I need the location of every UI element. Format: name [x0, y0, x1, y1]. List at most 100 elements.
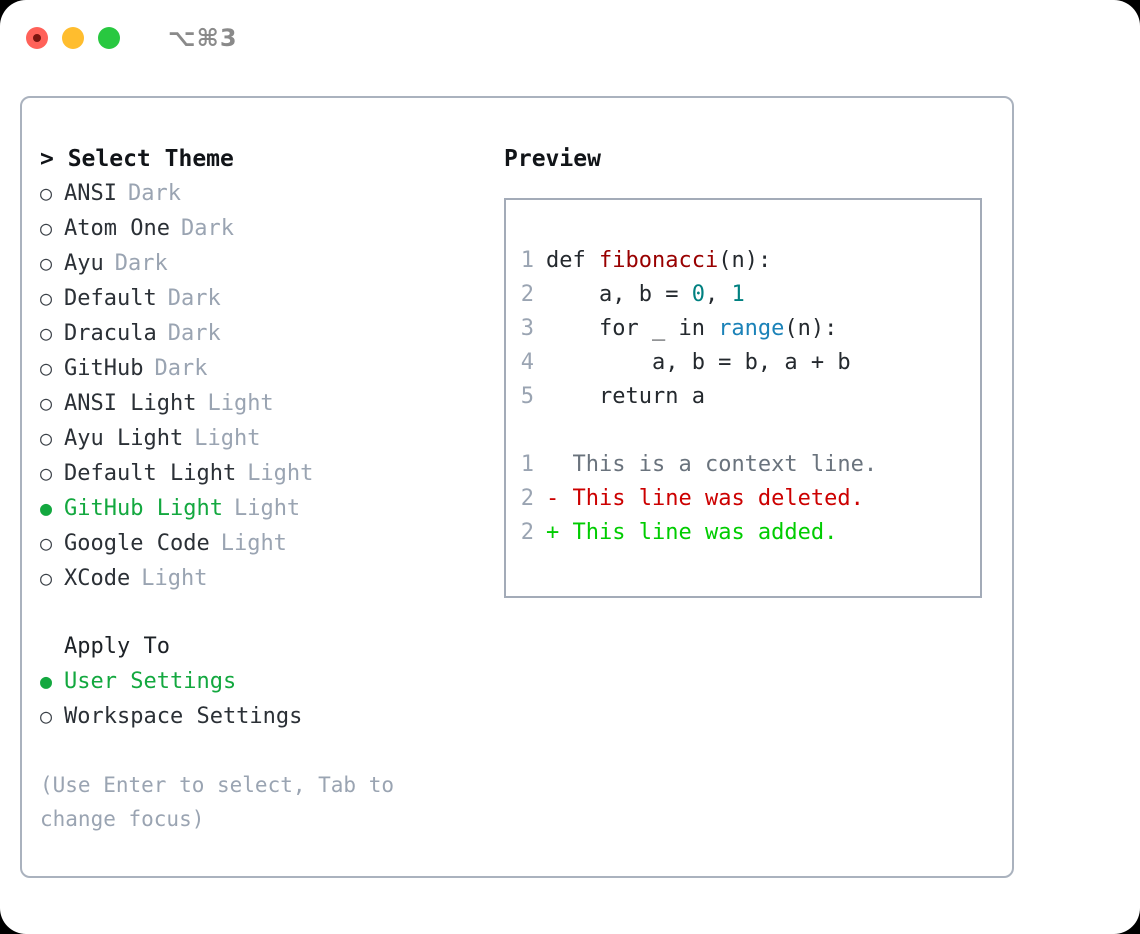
radio-unselected-icon: ○ [40, 531, 53, 555]
diff-line: 2- This line was deleted. [506, 482, 980, 516]
theme-list-item[interactable]: ○ Ayu Light Light [40, 421, 484, 456]
theme-list-item[interactable]: ○ Default Dark [40, 281, 484, 316]
theme-name-label: Default Light [64, 461, 237, 486]
code-token-plain: return a [546, 384, 705, 409]
code-token-plain: def [546, 248, 599, 273]
diff-line-number: 2 [520, 520, 534, 545]
radio-unselected-icon: ○ [40, 356, 53, 380]
code-line-text: def fibonacci(n): [546, 244, 771, 278]
close-button-icon[interactable] [26, 27, 48, 49]
diff-line-number: 2 [520, 486, 534, 511]
theme-variant-tag: Dark [180, 216, 234, 241]
theme-list-item[interactable]: ○ Dracula Dark [40, 316, 484, 351]
theme-variant-tag: Light [194, 426, 261, 451]
radio-selected-icon: ● [40, 496, 53, 520]
code-line-number: 4 [520, 350, 534, 375]
code-token-num: 1 [731, 282, 745, 307]
theme-list-item[interactable]: ○ XCode Light [40, 561, 484, 596]
theme-list-item[interactable]: ○ Default Light Light [40, 456, 484, 491]
code-token-call: range [718, 316, 785, 341]
code-token-plain: (n): [784, 316, 838, 341]
apply-to-option[interactable]: ○Workspace Settings [40, 699, 484, 734]
radio-unselected-icon: ○ [40, 461, 53, 485]
theme-name-label: Google Code [64, 531, 210, 556]
code-line-number: 5 [520, 384, 534, 409]
code-line-text: return a [546, 380, 705, 414]
theme-variant-tag: Light [247, 461, 314, 486]
theme-name-label: GitHub [64, 356, 144, 381]
maximize-button-icon[interactable] [98, 27, 120, 49]
diff-line-text: This line was deleted. [572, 486, 864, 511]
theme-name-label: Ayu [64, 251, 104, 276]
keyboard-hint-text: (Use Enter to select, Tab to change focu… [40, 773, 395, 831]
apply-to-label: Workspace Settings [64, 704, 303, 729]
minimize-button-icon[interactable] [62, 27, 84, 49]
theme-name-label: Ayu Light [64, 426, 184, 451]
keyboard-shortcut-label: ⌥⌘3 [168, 24, 238, 52]
diff-marker: + [546, 520, 573, 545]
diff-line-text: This line was added. [572, 520, 838, 545]
select-theme-heading: > Select Theme [40, 146, 234, 172]
theme-list-item[interactable]: ● GitHub Light Light [40, 491, 484, 526]
apply-to-heading: Apply To [64, 634, 170, 659]
theme-variant-tag: Dark [167, 321, 221, 346]
radio-selected-icon: ● [40, 669, 53, 693]
code-line-text: a, b = 0, 1 [546, 278, 745, 312]
theme-name-label: Dracula [64, 321, 157, 346]
code-line: 3 for _ in range(n): [506, 312, 980, 346]
diff-line: 2 + This line was added. [506, 516, 980, 550]
theme-list-item[interactable]: ○ Google Code Light [40, 526, 484, 561]
theme-name-label: GitHub Light [64, 496, 223, 521]
diff-marker: - [546, 486, 573, 511]
radio-unselected-icon: ○ [40, 286, 53, 310]
code-line: 4 a, b = b, a + b [506, 346, 980, 380]
preview-heading: Preview [504, 146, 601, 172]
theme-list-item[interactable]: ○ Ayu Dark [40, 246, 484, 281]
theme-variant-tag: Dark [127, 181, 181, 206]
radio-unselected-icon: ○ [40, 216, 53, 240]
code-line-text: for _ in range(n): [546, 312, 837, 346]
diff-preview: 1 This is a context line.2- This line wa… [506, 448, 980, 550]
code-token-plain: a, b = b, a + b [546, 350, 851, 375]
theme-list-item[interactable]: ○ ANSI Light Light [40, 386, 484, 421]
theme-variant-tag: Light [207, 391, 274, 416]
apply-to-options[interactable]: ● User Settings ○Workspace Settings [40, 664, 484, 734]
radio-unselected-icon: ○ [40, 251, 53, 275]
theme-name-label: XCode [64, 566, 131, 591]
theme-variant-tag: Light [220, 531, 287, 556]
apply-to-option[interactable]: ● User Settings [40, 664, 484, 699]
theme-name-label: Atom One [64, 216, 170, 241]
apply-to-label: User Settings [64, 669, 237, 694]
theme-variant-tag: Light [233, 496, 301, 521]
code-token-plain: a, b = [546, 282, 692, 307]
radio-unselected-icon: ○ [40, 321, 53, 345]
theme-name-label: Default [64, 286, 157, 311]
theme-variant-tag: Dark [167, 286, 221, 311]
theme-variant-tag: Light [141, 566, 208, 591]
radio-unselected-icon: ○ [40, 426, 53, 450]
theme-variant-tag: Dark [114, 251, 168, 276]
code-line: 2 a, b = 0, 1 [506, 278, 980, 312]
code-token-plain: for _ in [546, 316, 719, 341]
code-token-plain: (n): [718, 248, 772, 273]
theme-name-label: ANSI Light [64, 391, 197, 416]
code-line-number: 3 [520, 316, 534, 341]
code-line: 5 return a [506, 380, 980, 414]
code-line-text: a, b = b, a + b [546, 346, 851, 380]
code-token-plain: , [704, 282, 732, 307]
radio-unselected-icon: ○ [40, 566, 53, 590]
radio-unselected-icon: ○ [40, 391, 53, 415]
diff-line-number: 1 [520, 452, 534, 477]
theme-list-item[interactable]: ○ Atom One Dark [40, 211, 484, 246]
traffic-lights [26, 27, 120, 49]
code-token-fn: fibonacci [598, 248, 719, 273]
